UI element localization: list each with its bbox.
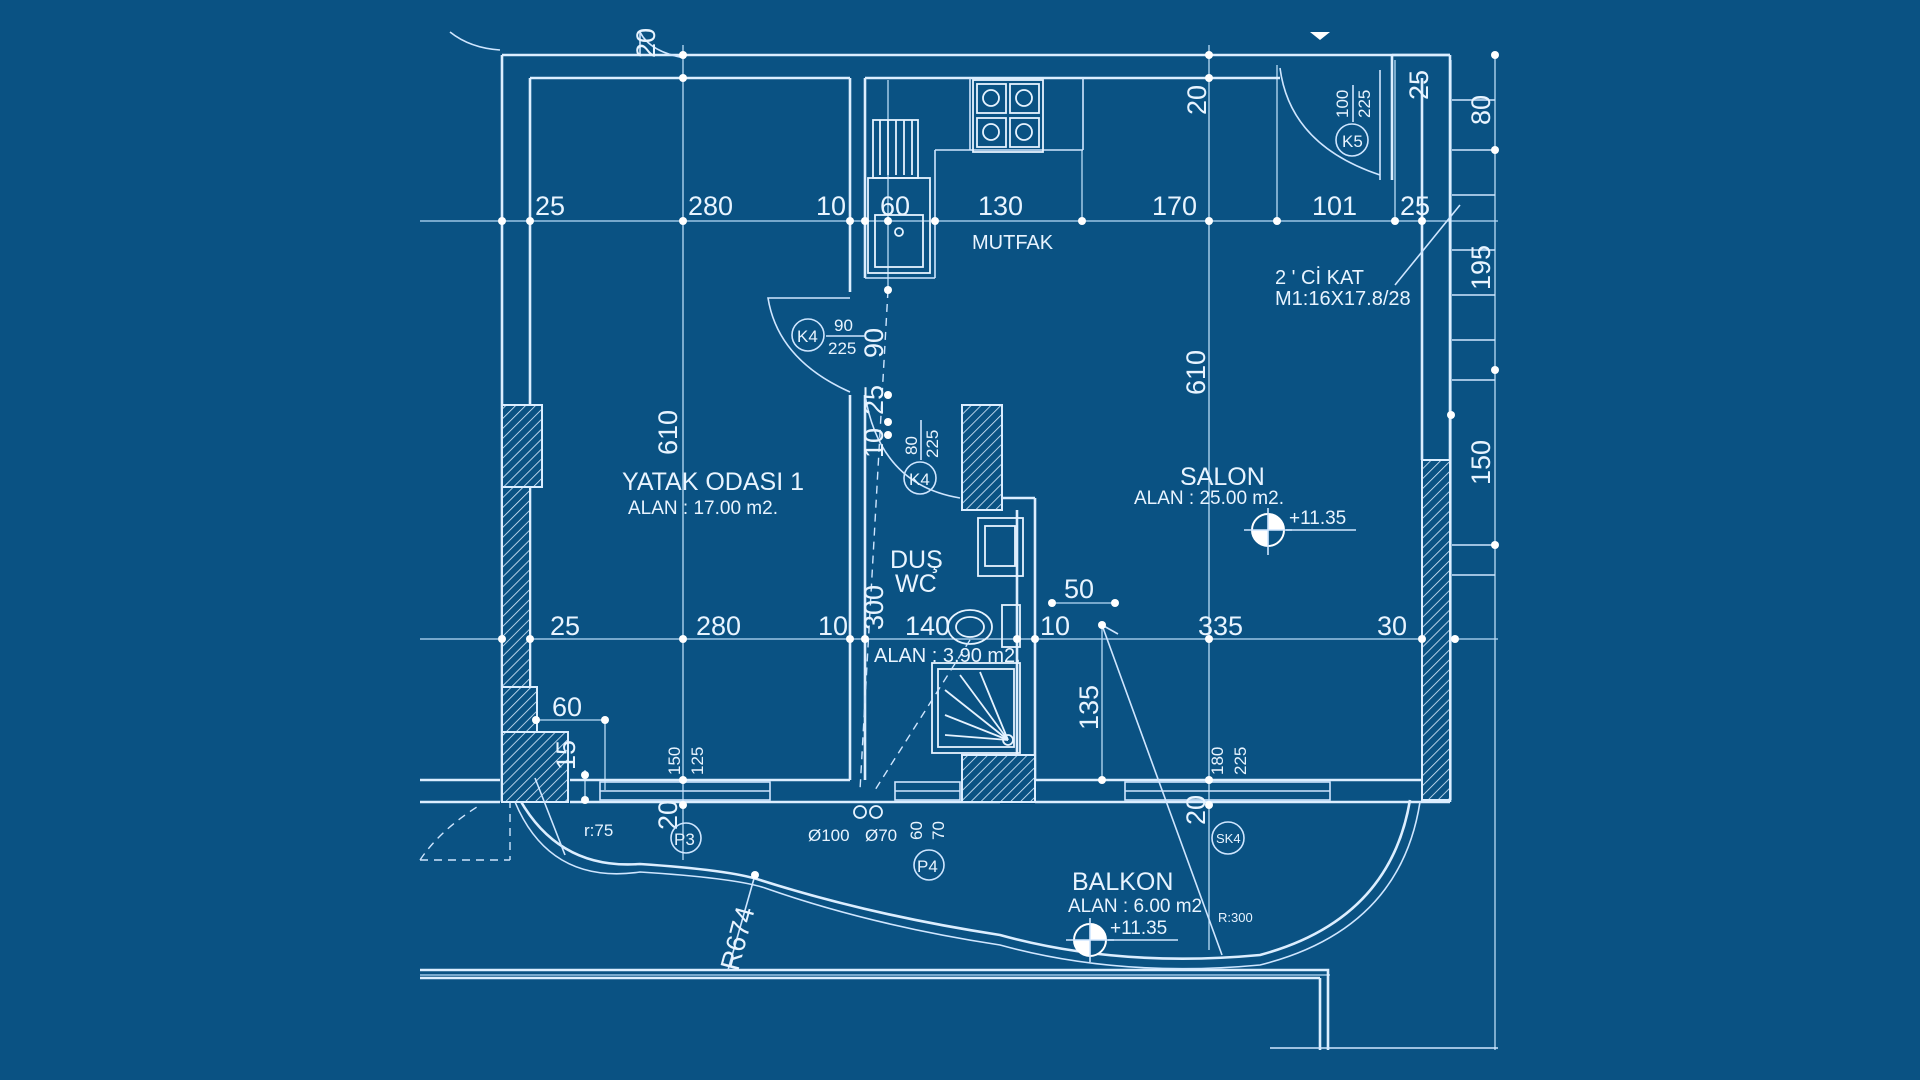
- room-name-balcony: BALKON: [1072, 868, 1173, 896]
- dim-mid-10b: 10: [1040, 611, 1070, 641]
- dim-top-10: 10: [816, 191, 846, 221]
- tag-p4: P4: [913, 849, 945, 881]
- dimensions-top-row: 25 280 10 60 130 170 101 25: [535, 191, 1430, 221]
- structural-columns: [501, 404, 1451, 803]
- dim-mid-280: 280: [696, 611, 741, 641]
- room-labels: YATAK ODASI 1 ALAN : 17.00 m2. SALON ALA…: [622, 232, 1411, 917]
- dim-top-101: 101: [1312, 191, 1357, 221]
- dim-sk4-20: 20: [1181, 795, 1211, 825]
- dim-p3-150: 150: [665, 747, 684, 775]
- door-k4a-h: 225: [828, 339, 856, 358]
- room-name-kitchen: MUTFAK: [972, 232, 1054, 254]
- dim-mid-10: 10: [818, 611, 848, 641]
- dim-top-170: 170: [1152, 191, 1197, 221]
- dim-top-130: 130: [978, 191, 1023, 221]
- dim-top-280: 280: [688, 191, 733, 221]
- dimensions-misc: 60 50: [552, 574, 1094, 722]
- dim-k4-90: 90: [859, 328, 889, 358]
- door-swings: [767, 67, 1381, 499]
- dim-salon-610: 610: [1181, 350, 1211, 395]
- walls: [419, 31, 1498, 1050]
- tag-p3-text: P3: [674, 830, 695, 849]
- dim-bed-60: 60: [552, 692, 582, 722]
- dim-top-salon-20: 20: [1182, 85, 1212, 115]
- room-name-bedroom: YATAK ODASI 1: [622, 468, 804, 496]
- door-k5-tag: K5: [1342, 132, 1363, 151]
- door-tag-k4-bath: K4 80 225: [902, 420, 942, 495]
- dim-mid-25: 25: [550, 611, 580, 641]
- level-balcony-value: +11.35: [1110, 918, 1167, 939]
- dim-p3-125: 125: [688, 747, 707, 775]
- door-k4b-tag: K4: [909, 470, 930, 489]
- dim-k4-25: 25: [859, 385, 889, 415]
- dim-p4-70: 70: [929, 821, 948, 840]
- door-k5-h: 225: [1355, 90, 1374, 118]
- room-area-bedroom: ALAN : 17.00 m2.: [628, 498, 778, 519]
- dimensions-mid-row: 25 280 10 140 10 335 30 300: [550, 585, 1407, 641]
- radius-r75: r:75: [584, 821, 613, 840]
- tag-sk4-text: SK4: [1216, 831, 1241, 846]
- door-k4b-h: 225: [923, 430, 942, 458]
- dim-mid-300: 300: [859, 585, 889, 630]
- dim-salon-50: 50: [1064, 574, 1094, 604]
- room-area-bath: ALAN : 3.90 m2.: [874, 645, 1021, 667]
- dim-r674: R674: [715, 903, 761, 973]
- dim-right-80: 80: [1466, 95, 1496, 125]
- tag-p3: P3: [670, 822, 702, 854]
- door-k4a-tag: K4: [797, 327, 818, 346]
- level-salon-value: +11.35: [1289, 508, 1346, 529]
- dim-top-25-right: 25: [1400, 191, 1430, 221]
- windows: [599, 99, 1495, 801]
- grid-nodes: [498, 51, 1499, 879]
- north-marker-icon: [1310, 32, 1330, 40]
- pipe-notes: Ø100 Ø70 r:75 R:300: [584, 821, 1253, 925]
- dim-bed-15: 15: [551, 740, 581, 770]
- tag-p4-text: P4: [917, 857, 938, 876]
- dim-right-25: 25: [1404, 70, 1434, 100]
- dim-shower-135: 135: [1074, 685, 1104, 730]
- dim-mid-140: 140: [905, 611, 950, 641]
- dim-sk4-225: 225: [1231, 747, 1250, 775]
- level-marker-balcony: +11.35: [1066, 918, 1178, 962]
- door-k4a-w: 90: [834, 316, 853, 335]
- dim-mid-30: 30: [1377, 611, 1407, 641]
- dim-bed-610: 610: [653, 410, 683, 455]
- pipe-d70: Ø70: [865, 826, 897, 845]
- level-marker-salon: +11.35: [1244, 508, 1356, 555]
- dim-mid-335: 335: [1198, 611, 1243, 641]
- radius-r300: R:300: [1218, 910, 1253, 925]
- dimensions-vertical: 610 610 20 20 90 25 10 80 195 150 25 135…: [551, 28, 1496, 974]
- door-k5-w: 100: [1333, 90, 1352, 118]
- room-area-balcony: ALAN : 6.00 m2: [1068, 896, 1202, 917]
- tag-sk4: SK4: [1211, 821, 1245, 855]
- room-name-bath-1: DUŞ: [890, 546, 943, 574]
- pipe-d100: Ø100: [808, 826, 850, 845]
- floor-note-line1: 2 ' Cİ KAT: [1275, 266, 1364, 289]
- dim-p4-60: 60: [907, 821, 926, 840]
- door-tag-k4-bedroom: K4 90 225: [791, 316, 866, 358]
- dim-top-60: 60: [880, 191, 910, 221]
- floor-note-line2: M1:16X17.8/28: [1275, 288, 1411, 310]
- room-area-salon: ALAN : 25.00 m2.: [1134, 488, 1284, 509]
- door-tag-k5: K5 100 225: [1333, 85, 1374, 157]
- room-name-salon: SALON: [1180, 463, 1265, 491]
- dim-sk4-180: 180: [1208, 747, 1227, 775]
- fixtures: [534, 79, 1461, 971]
- door-k4b-w: 80: [902, 436, 921, 455]
- room-name-bath-2: WC: [895, 570, 937, 598]
- dim-mid-10v: 10: [859, 428, 889, 458]
- dim-top-left-20: 20: [631, 28, 661, 58]
- dim-right-150: 150: [1466, 440, 1496, 485]
- dim-top-25: 25: [535, 191, 565, 221]
- dim-right-195: 195: [1466, 245, 1496, 290]
